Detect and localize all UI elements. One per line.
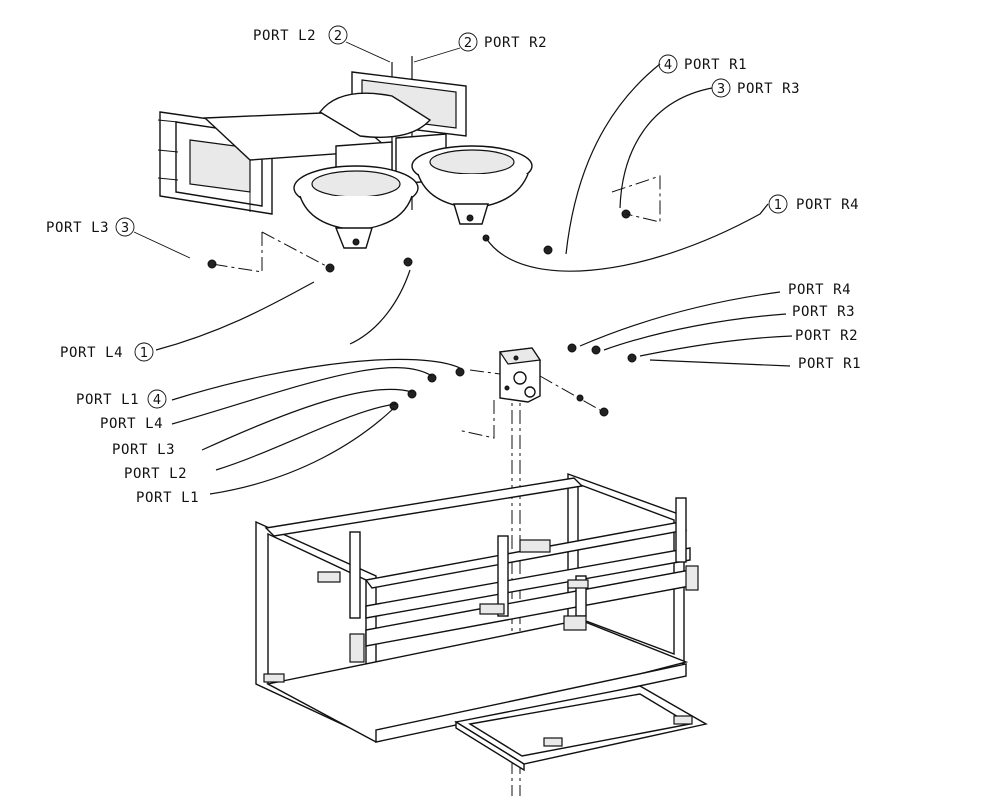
callout-number: 3 xyxy=(717,82,725,97)
callout-label: PORT L4 xyxy=(60,345,123,361)
callout-top-port-l3: PORT L3 3 xyxy=(46,217,191,259)
manifold-hoses xyxy=(171,291,793,495)
callout-label: PORT R2 xyxy=(484,35,547,51)
manifold-label-l4: PORT L4 xyxy=(100,416,163,432)
callout-top-port-l4: PORT L4 1 xyxy=(60,342,154,362)
callout-top-port-r4: 1 PORT R4 xyxy=(768,194,859,214)
motor-assembly xyxy=(157,71,661,273)
upper-hoses xyxy=(155,63,769,351)
lower-frame xyxy=(255,473,708,772)
manifold-label-l2: PORT L2 xyxy=(124,466,187,482)
manifold-label-l1: PORT L1 xyxy=(136,490,199,506)
callout-number: 4 xyxy=(664,58,672,73)
callout-label: PORT R1 xyxy=(684,57,747,73)
callout-label: PORT L3 xyxy=(46,220,109,236)
callout-top-port-r3: 3 PORT R3 xyxy=(711,78,800,98)
callout-top-port-l1: PORT L1 4 xyxy=(76,389,167,409)
callout-top-port-r2: 2 PORT R2 xyxy=(413,32,547,63)
valve-manifold xyxy=(389,343,637,439)
manifold-label-l3: PORT L3 xyxy=(112,442,175,458)
callout-number: 3 xyxy=(121,221,129,236)
callout-number: 1 xyxy=(774,198,782,213)
manifold-label-r2: PORT R2 xyxy=(795,328,858,344)
callout-number: 1 xyxy=(140,346,148,361)
callout-label: PORT L2 xyxy=(253,28,316,44)
callout-top-port-l2: PORT L2 2 xyxy=(253,25,391,63)
callout-number: 2 xyxy=(464,36,472,51)
manifold-label-r3: PORT R3 xyxy=(792,304,855,320)
callout-label: PORT R3 xyxy=(737,81,800,97)
callout-label: PORT R4 xyxy=(796,197,859,213)
callout-label: PORT L1 xyxy=(76,392,139,408)
callout-top-port-r1: 4 PORT R1 xyxy=(658,54,747,74)
callout-number: 4 xyxy=(153,393,161,408)
manifold-label-r4: PORT R4 xyxy=(788,282,851,298)
manifold-label-r1: PORT R1 xyxy=(798,356,861,372)
callouts: PORT L2 2 2 PORT R2 4 PORT R1 3 PORT R3 … xyxy=(46,25,861,506)
callout-number: 2 xyxy=(334,29,342,44)
